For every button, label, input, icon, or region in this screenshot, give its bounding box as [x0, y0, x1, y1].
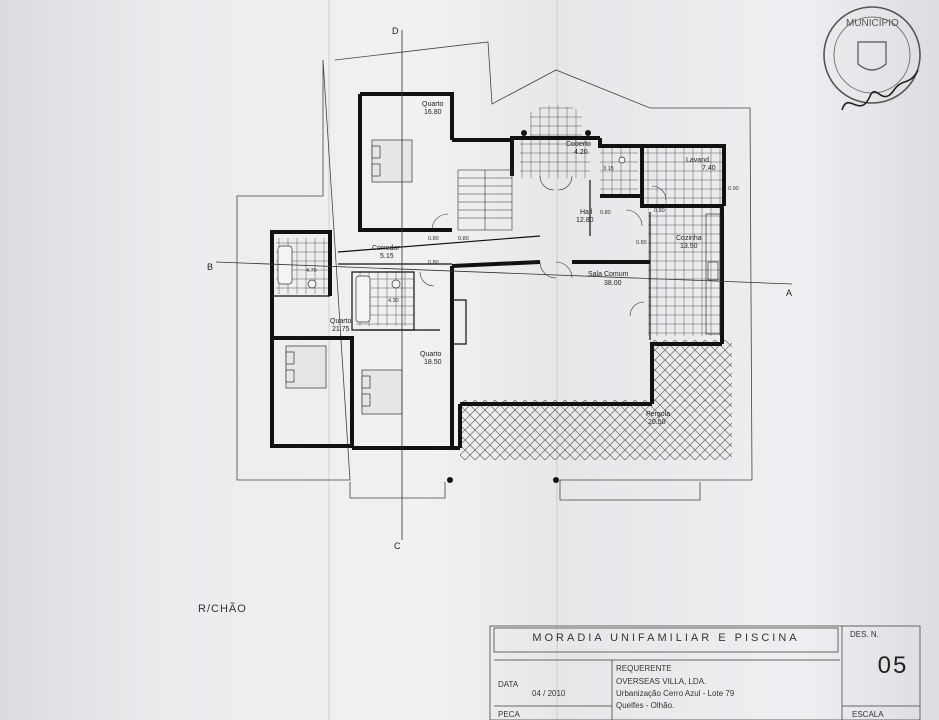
room-area: 18.50: [424, 359, 442, 366]
date-label: DATA: [498, 680, 519, 689]
dimension-labels: 0.80 0.80 0.80 0.80 0.80 0.80 0.90: [428, 186, 739, 266]
lavandaria-tiles: [642, 146, 724, 204]
kitchen-tiles: [648, 208, 720, 336]
floor-name: R/CHÃO: [198, 603, 247, 615]
requerente-label: REQUERENTE: [616, 664, 672, 673]
room-name: Quarto: [420, 351, 442, 358]
peca-label: PECA: [498, 710, 520, 719]
svg-text:0.80: 0.80: [636, 240, 647, 246]
room-labels: Quarto 16.80 Coberto 4.20 Lavand. 7.40 H…: [306, 101, 716, 426]
stairs: [457, 169, 513, 231]
room-name: Quarto: [422, 101, 444, 108]
signature: [841, 69, 919, 111]
section-label-b: B: [207, 262, 213, 272]
room-name: Quarto: [330, 318, 352, 325]
room-area: 4.20: [574, 149, 588, 156]
coberto-tiles: [520, 138, 590, 178]
room-name: Corredor: [372, 245, 400, 252]
small-area: 4.70: [306, 268, 317, 274]
drawing-title: MORADIA UNIFAMILIAR E PISCINA: [532, 632, 800, 644]
room-area: 13.50: [680, 243, 698, 250]
room-area: 7.40: [702, 165, 716, 172]
paper-fold: [556, 0, 558, 720]
drawing-number-label: DES. N.: [850, 630, 879, 639]
small-area: 4.30: [388, 298, 399, 304]
requerente-line: OVERSEAS VILLA, LDA.: [616, 677, 707, 686]
pergola-paving: [460, 400, 732, 460]
walls: [270, 92, 726, 450]
section-label-c: C: [394, 541, 401, 551]
room-name: Coberto: [566, 141, 591, 148]
section-label-d: D: [392, 26, 399, 36]
drawing-number: 05: [877, 652, 909, 679]
escala-label: ESCALA: [852, 710, 884, 719]
requerente-line: Quelfes - Olhão.: [616, 701, 675, 710]
paper-fold: [328, 0, 330, 720]
section-lines: [215, 30, 793, 540]
room-name: Cozinha: [676, 235, 702, 242]
room-area: 21.75: [332, 326, 350, 333]
svg-text:0.80: 0.80: [458, 236, 469, 242]
room-name: Lavand.: [686, 157, 711, 164]
section-label-a: A: [786, 288, 792, 298]
svg-text:0.80: 0.80: [428, 260, 439, 266]
room-name: Sala Comum: [588, 271, 629, 278]
small-area: 3.15: [603, 166, 614, 172]
terrace-outline: [236, 41, 753, 501]
beds: [285, 139, 413, 415]
room-area: 5.15: [380, 253, 394, 260]
stamp-text: MUNICÍPIO: [846, 16, 899, 29]
svg-text:0.80: 0.80: [600, 210, 611, 216]
svg-text:0.80: 0.80: [654, 208, 665, 214]
svg-text:0.90: 0.90: [728, 186, 739, 192]
municipal-stamp: MUNICÍPIO: [823, 6, 921, 104]
svg-text:0.80: 0.80: [428, 236, 439, 242]
room-area: 38.00: [604, 280, 622, 287]
room-name: Hall: [580, 209, 593, 216]
date-value: 04 / 2010: [532, 689, 566, 698]
room-area: 12.80: [576, 217, 594, 224]
requerente-line: Urbanização Cerro Azul - Lote 79: [616, 689, 735, 698]
room-area: 20.50: [648, 419, 666, 426]
room-name: Pergola: [646, 411, 670, 418]
room-area: 16.80: [424, 109, 442, 116]
